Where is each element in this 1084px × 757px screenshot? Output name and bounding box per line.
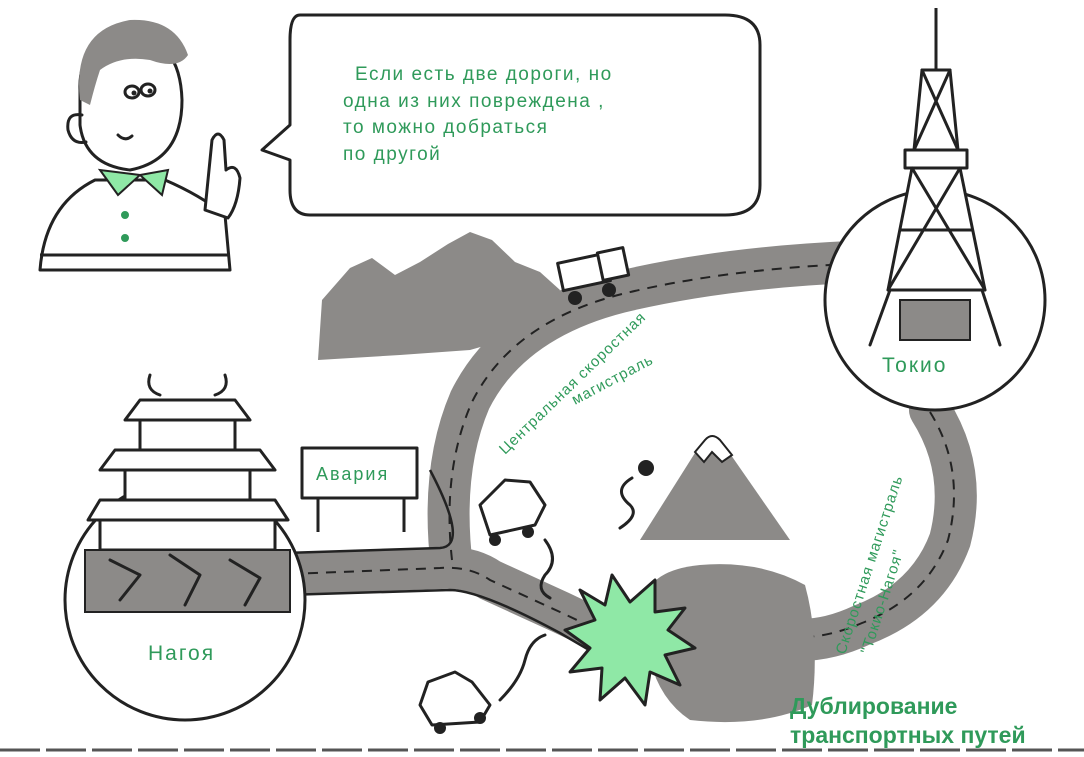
nagoya-castle	[84, 373, 291, 613]
accident-sign-label: Авария	[316, 464, 389, 484]
accident-sign: Авария	[300, 446, 419, 532]
title-line-1: Дублирование	[790, 693, 957, 719]
mountain-range	[318, 232, 560, 360]
speech-bubble: Если есть две дороги, но одна из них пов…	[260, 13, 762, 217]
flying-wheel	[618, 460, 654, 530]
mount-fuji	[640, 435, 790, 540]
speech-line-2: одна из них повреждена ,	[343, 91, 605, 112]
truck-on-central-road	[556, 246, 631, 305]
title-line-2: транспортных путей	[790, 722, 1026, 748]
tokyo-circle: Токио	[823, 8, 1047, 412]
speech-line-4: по другой	[343, 144, 441, 165]
tokyo-label: Токио	[882, 354, 947, 377]
speech-line-1: Если есть две дороги, но	[355, 64, 613, 85]
tunnel-rock	[645, 564, 815, 723]
speech-line-3: то можно добраться	[343, 117, 548, 138]
road-network	[284, 241, 977, 670]
nagoya-circle: Нагоя	[63, 373, 307, 722]
tumbling-car-1	[478, 478, 554, 600]
nagoya-label: Нагоя	[148, 642, 215, 665]
crash-burst	[563, 573, 697, 707]
road-central-expressway	[427, 241, 871, 589]
person-illustration	[38, 19, 242, 272]
road-tomei-expressway	[779, 389, 977, 661]
tokyo-tower	[868, 8, 1002, 347]
tumbling-car-2	[418, 633, 547, 734]
